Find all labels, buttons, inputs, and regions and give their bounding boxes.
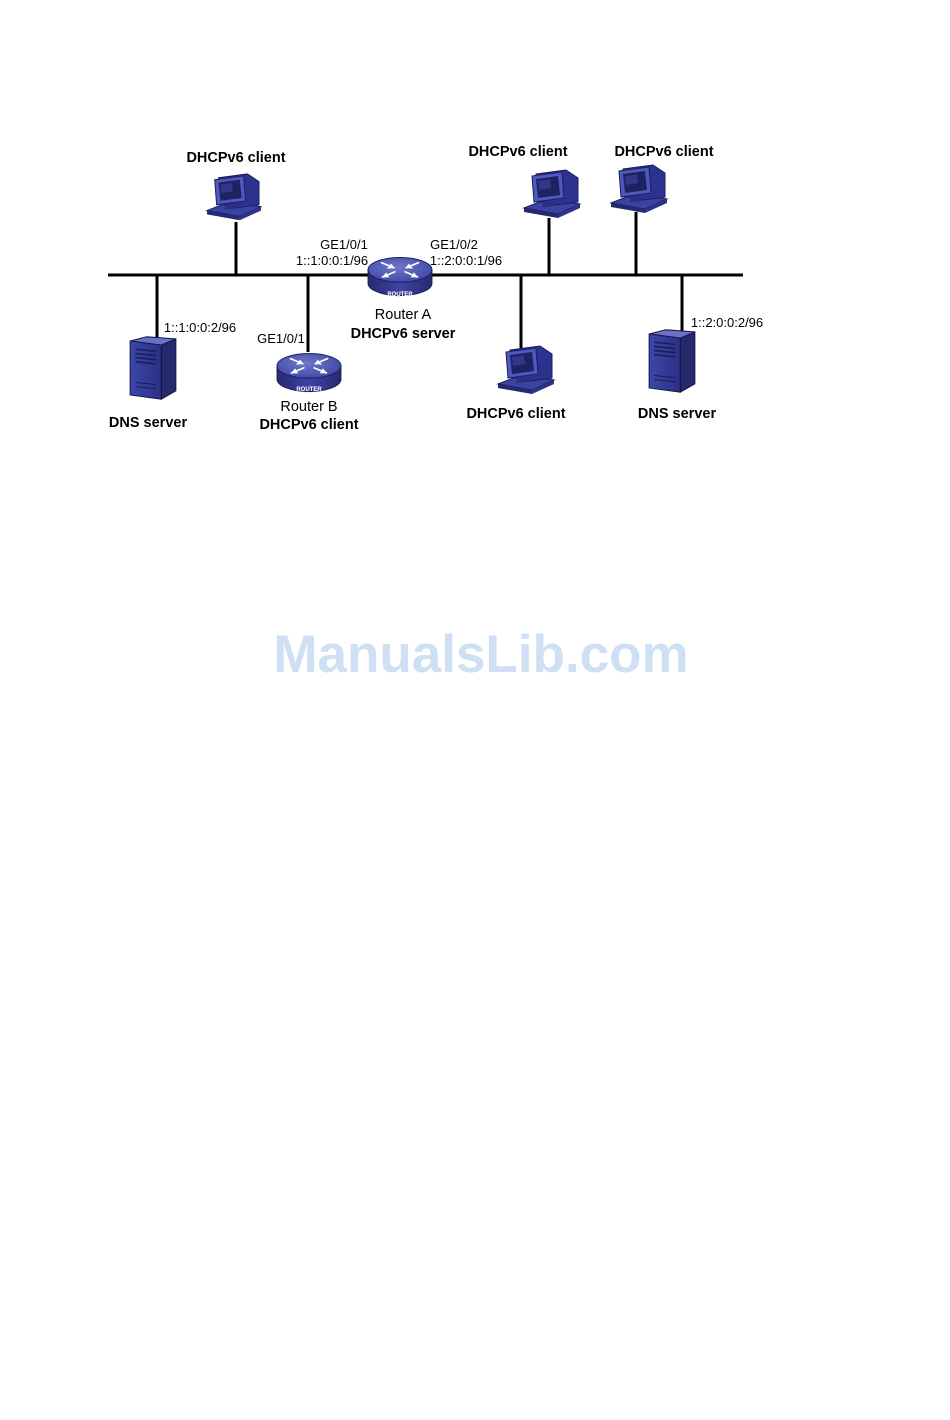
pc-icon-client-bottom [498, 346, 554, 394]
watermark-text: ManualsLib.com [0, 624, 950, 685]
label-client-top-mid: DHCPv6 client [468, 144, 567, 160]
label-client-bottom: DHCPv6 client [466, 406, 565, 422]
label-router-b-name: Router B [280, 399, 337, 415]
label-client-top-left: DHCPv6 client [186, 150, 285, 166]
label-client-top-right: DHCPv6 client [614, 144, 713, 160]
label-router-a-if1-name: GE1/0/1 [320, 237, 368, 252]
label-router-a-role: DHCPv6 server [351, 326, 456, 342]
label-router-a-if2-addr: 1::2:0:0:1/96 [430, 253, 502, 268]
label-dns-right-address: 1::2:0:0:2/96 [691, 315, 763, 330]
server-icon-dns-right [649, 330, 695, 392]
router-a-icon-text: ROUTER [387, 292, 413, 298]
label-router-a-if2-name: GE1/0/2 [430, 237, 478, 252]
server-icon-dns-left [130, 337, 176, 399]
pc-icon-client-top-mid [524, 170, 580, 218]
pc-icon-client-top-right [611, 165, 667, 213]
router-icon-router-b [277, 353, 341, 391]
label-router-b-if-name: GE1/0/1 [257, 331, 305, 346]
label-dns-left-address: 1::1:0:0:2/96 [164, 320, 236, 335]
label-router-a-name: Router A [375, 307, 432, 323]
router-icon-router-a [368, 257, 432, 295]
label-router-b-role: DHCPv6 client [259, 417, 358, 433]
label-dns-right-role: DNS server [638, 406, 717, 422]
router-b-icon-text: ROUTER [296, 387, 322, 393]
label-router-a-if1-addr: 1::1:0:0:1/96 [296, 253, 368, 268]
label-dns-left-role: DNS server [109, 415, 188, 431]
pc-icon-client-top-left [207, 174, 261, 220]
